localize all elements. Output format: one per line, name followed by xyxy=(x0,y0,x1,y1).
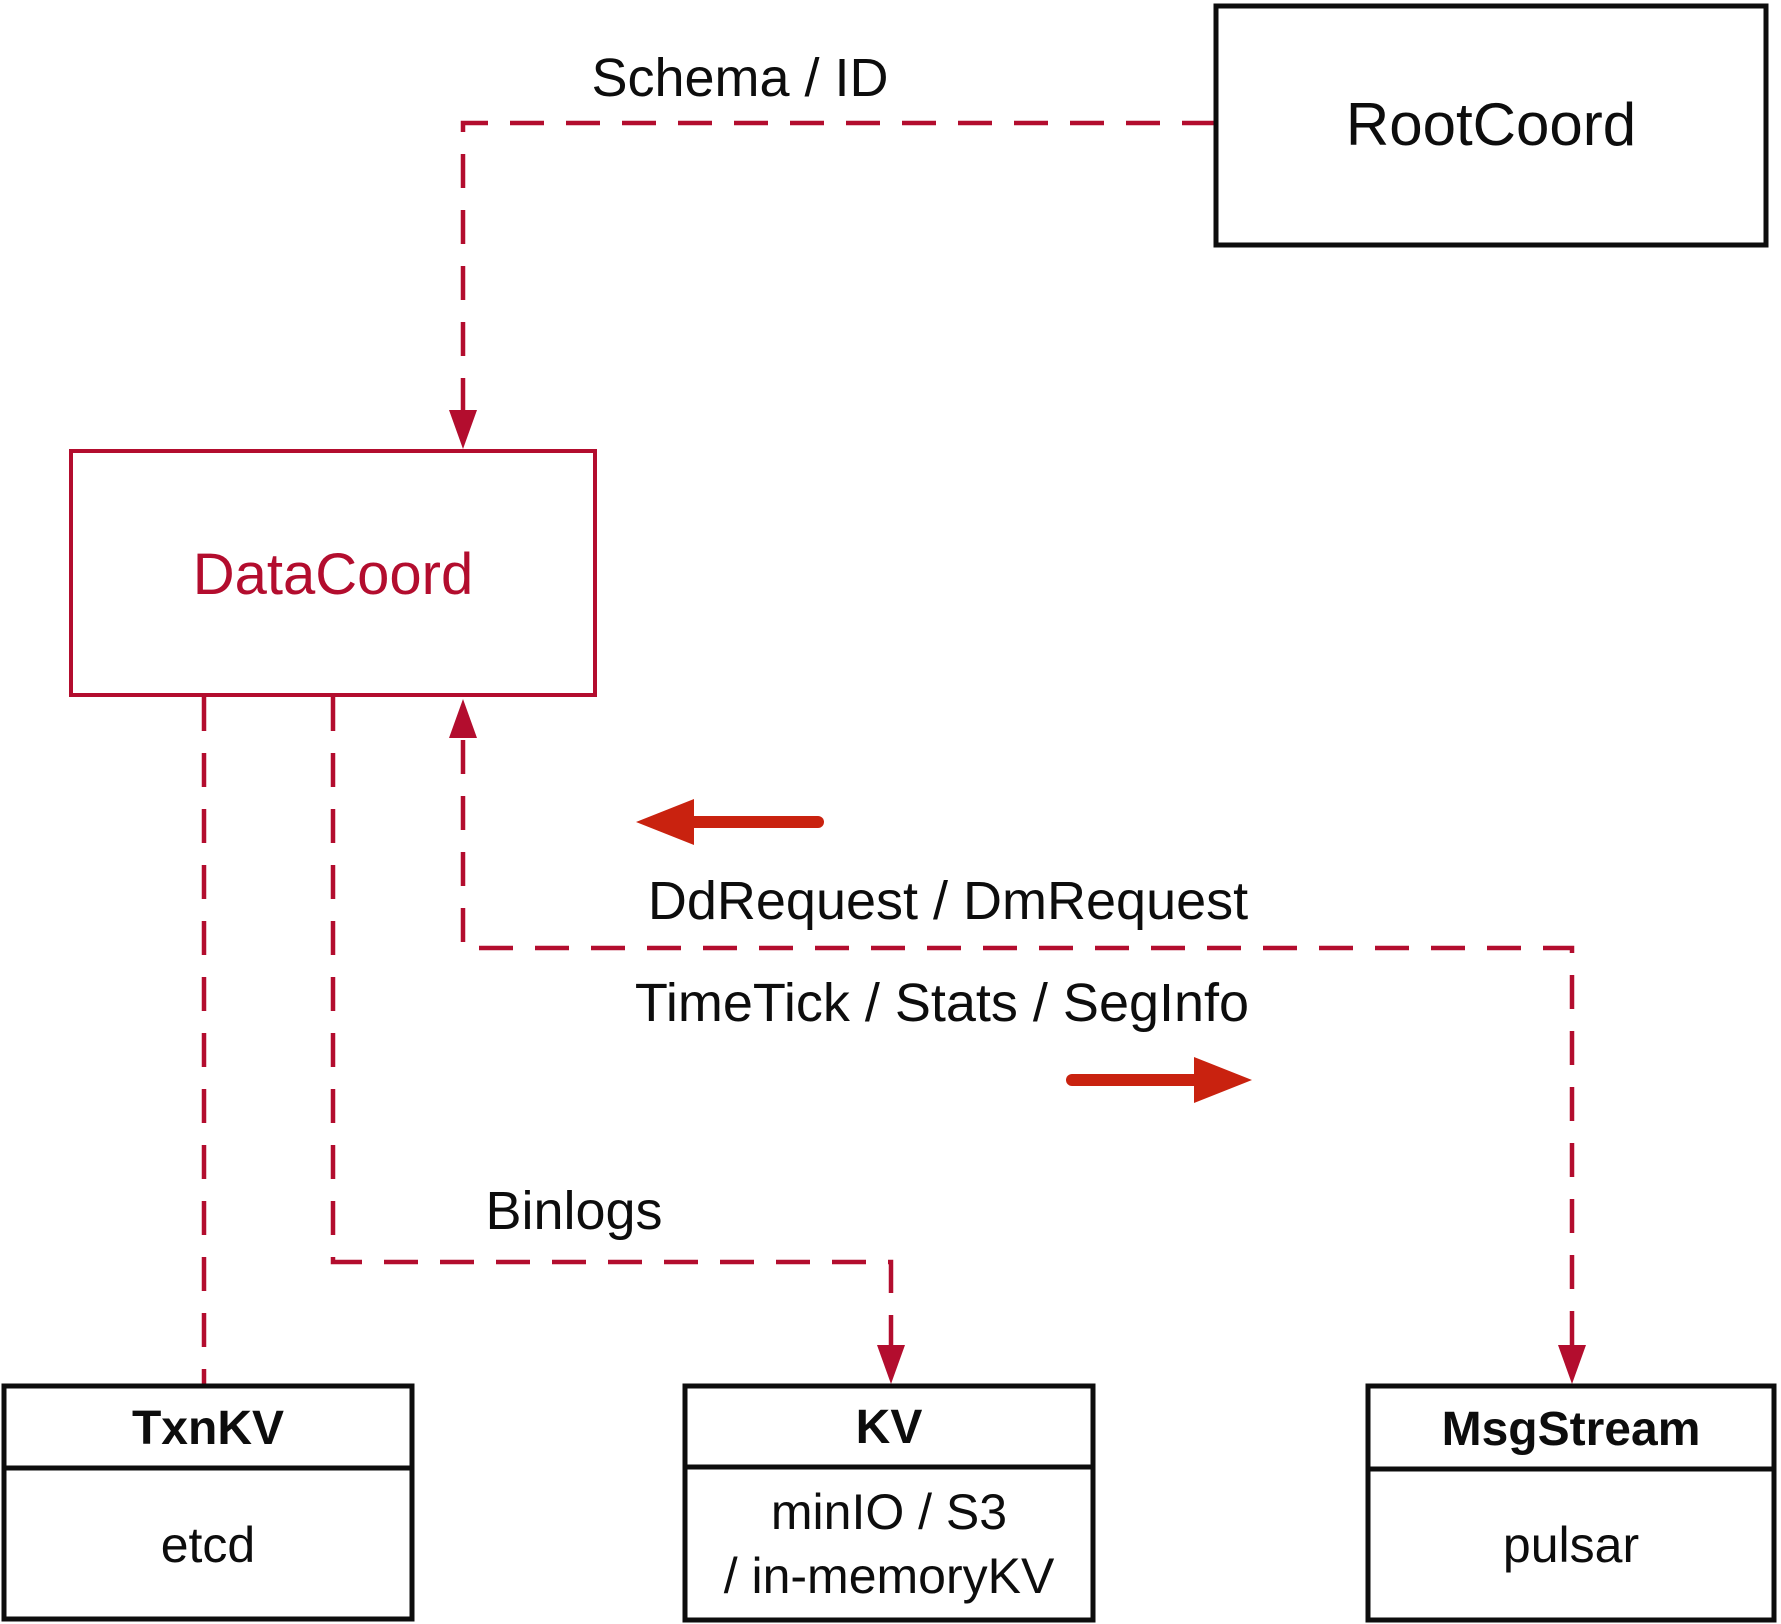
binlogs-label: Binlogs xyxy=(485,1181,662,1241)
kv-node: KV minIO / S3 / in-memoryKV xyxy=(682,1383,1096,1623)
msgstream-node: MsgStream pulsar xyxy=(1365,1383,1777,1623)
txnkv-title: TxnKV xyxy=(132,1402,284,1455)
rootcoord-box xyxy=(1213,3,1769,248)
ddrequest-edge-line xyxy=(460,740,1575,1347)
left-arrow-head xyxy=(636,799,694,845)
ddrequest-dmrequest-label: DdRequest / DmRequest xyxy=(648,871,1248,931)
ddrequest-msgstream-edge xyxy=(449,699,1586,1384)
kv-body-line1: minIO / S3 xyxy=(771,1484,1007,1540)
rootcoord-label: RootCoord xyxy=(1346,91,1636,158)
msgstream-body: pulsar xyxy=(1503,1517,1639,1573)
txnkv-node: TxnKV etcd xyxy=(1,1383,415,1622)
binlogs-edge xyxy=(330,697,905,1384)
schema-id-label: Schema / ID xyxy=(591,48,888,108)
arrowhead-into-datacoord-top xyxy=(449,410,477,449)
arrowhead-into-datacoord-bottom xyxy=(449,699,477,738)
kv-box xyxy=(682,1383,1096,1623)
rootcoord-node: RootCoord xyxy=(1213,3,1769,248)
arrowhead-into-kv-top xyxy=(877,1345,905,1384)
datacoord-box xyxy=(69,449,597,697)
msgstream-title: MsgStream xyxy=(1442,1403,1701,1456)
msgstream-box xyxy=(1365,1383,1777,1623)
arrowhead-into-msgstream-top xyxy=(1558,1345,1586,1384)
txnkv-body: etcd xyxy=(161,1517,256,1573)
schema-id-edge xyxy=(449,120,1216,449)
left-direction-arrow xyxy=(636,799,824,845)
schema-id-edge-line xyxy=(460,120,1216,412)
txnkv-box xyxy=(1,1383,415,1622)
kv-title: KV xyxy=(856,1401,923,1454)
right-arrow-head xyxy=(1194,1057,1252,1103)
timetick-stats-seginfo-label: TimeTick / Stats / SegInfo xyxy=(635,973,1249,1033)
binlogs-edge-line xyxy=(330,697,894,1347)
datacoord-label: DataCoord xyxy=(193,542,473,607)
kv-body-line2: / in-memoryKV xyxy=(724,1548,1055,1604)
datacoord-node: DataCoord xyxy=(69,449,597,697)
right-direction-arrow xyxy=(1066,1057,1252,1103)
